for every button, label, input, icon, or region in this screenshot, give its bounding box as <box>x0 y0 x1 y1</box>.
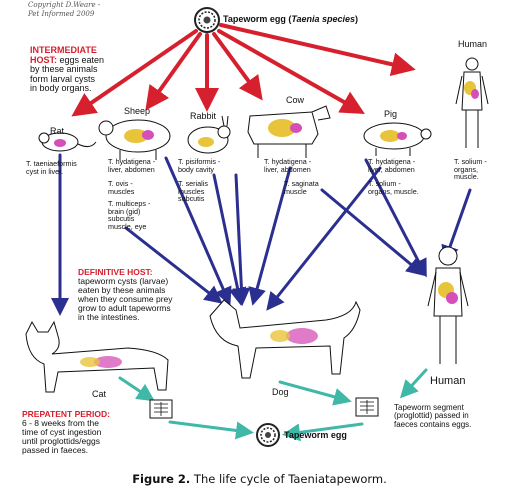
human-bottom-illustration <box>427 246 469 364</box>
cyst-pig-1: T. hydatigena - liver, abdomen <box>368 157 416 174</box>
copyright-line-2: Pet Informed 2009 <box>28 10 95 18</box>
tapeworm-egg-bottom-icon <box>256 423 280 447</box>
intermediate-text: HOST: eggs eaten by these animals form l… <box>30 55 105 94</box>
sheep-illustration <box>98 119 171 160</box>
cyst-sheep-3: T. multiceps - brain (gid) subcutis musc… <box>108 199 151 231</box>
human-top-illustration <box>455 57 489 148</box>
label-human-top: Human <box>458 39 488 49</box>
cyst-cow-2: T. saginata muscle <box>284 179 319 196</box>
figure-caption: Figure 2. The life cycle of Taeniatapewo… <box>132 472 387 486</box>
cyst-rat: T. taeniaeformis cyst in liver. <box>26 159 77 176</box>
egg-top-title: Tapeworm egg (Taenia species) <box>223 14 359 24</box>
pig-illustration <box>363 122 432 156</box>
cat-illustration <box>25 320 169 393</box>
label-pig: Pig <box>384 109 398 119</box>
intermediate-heading: INTERMEDIATE <box>30 45 97 55</box>
cyst-sheep-2: T. ovis - muscles <box>108 179 135 196</box>
label-cow: Cow <box>286 95 305 105</box>
blue-arrows <box>51 153 472 316</box>
cyst-human: T. solium - organs, muscle. <box>454 157 487 182</box>
label-dog: Dog <box>272 387 289 397</box>
cyst-sheep-1: T. hydatigena - liver, abdomen <box>108 157 156 174</box>
label-rabbit: Rabbit <box>190 111 217 121</box>
dog-illustration <box>209 299 361 379</box>
label-sheep: Sheep <box>124 106 151 116</box>
proglottid-segment-left <box>149 399 173 419</box>
rabbit-illustration <box>187 115 231 154</box>
red-arrows <box>71 23 416 117</box>
definitive-host-text: DEFINITIVE HOST: tapeworm cysts (larvae)… <box>78 267 173 322</box>
egg-bottom-label: Tapeworm egg <box>284 430 347 440</box>
prepatent-text: PREPATENT PERIOD: 6 - 8 weeks from the t… <box>22 409 110 455</box>
label-rat: Rat <box>50 126 65 136</box>
label-cat: Cat <box>92 389 107 399</box>
copyright-line-1: Copyright D.Weare - <box>28 1 101 9</box>
proglottid-segment-right <box>355 397 379 417</box>
cow-illustration <box>247 105 331 158</box>
cyst-rabbit-2: T. serialis muscles subcutis <box>178 179 208 204</box>
teal-arrows <box>118 368 428 442</box>
cyst-rabbit-1: T. pisiformis - body cavity <box>178 157 221 174</box>
cyst-cow-1: T. hydatigena - liver, abdomen <box>264 157 312 174</box>
tapeworm-egg-icon <box>194 7 220 33</box>
cyst-pig-2: T. solium - organs, muscle. <box>368 179 419 196</box>
rat-illustration <box>38 132 97 152</box>
label-human-bottom: Human <box>430 375 466 387</box>
segment-text: Tapeworm segment (proglottid) passed in … <box>394 403 472 429</box>
